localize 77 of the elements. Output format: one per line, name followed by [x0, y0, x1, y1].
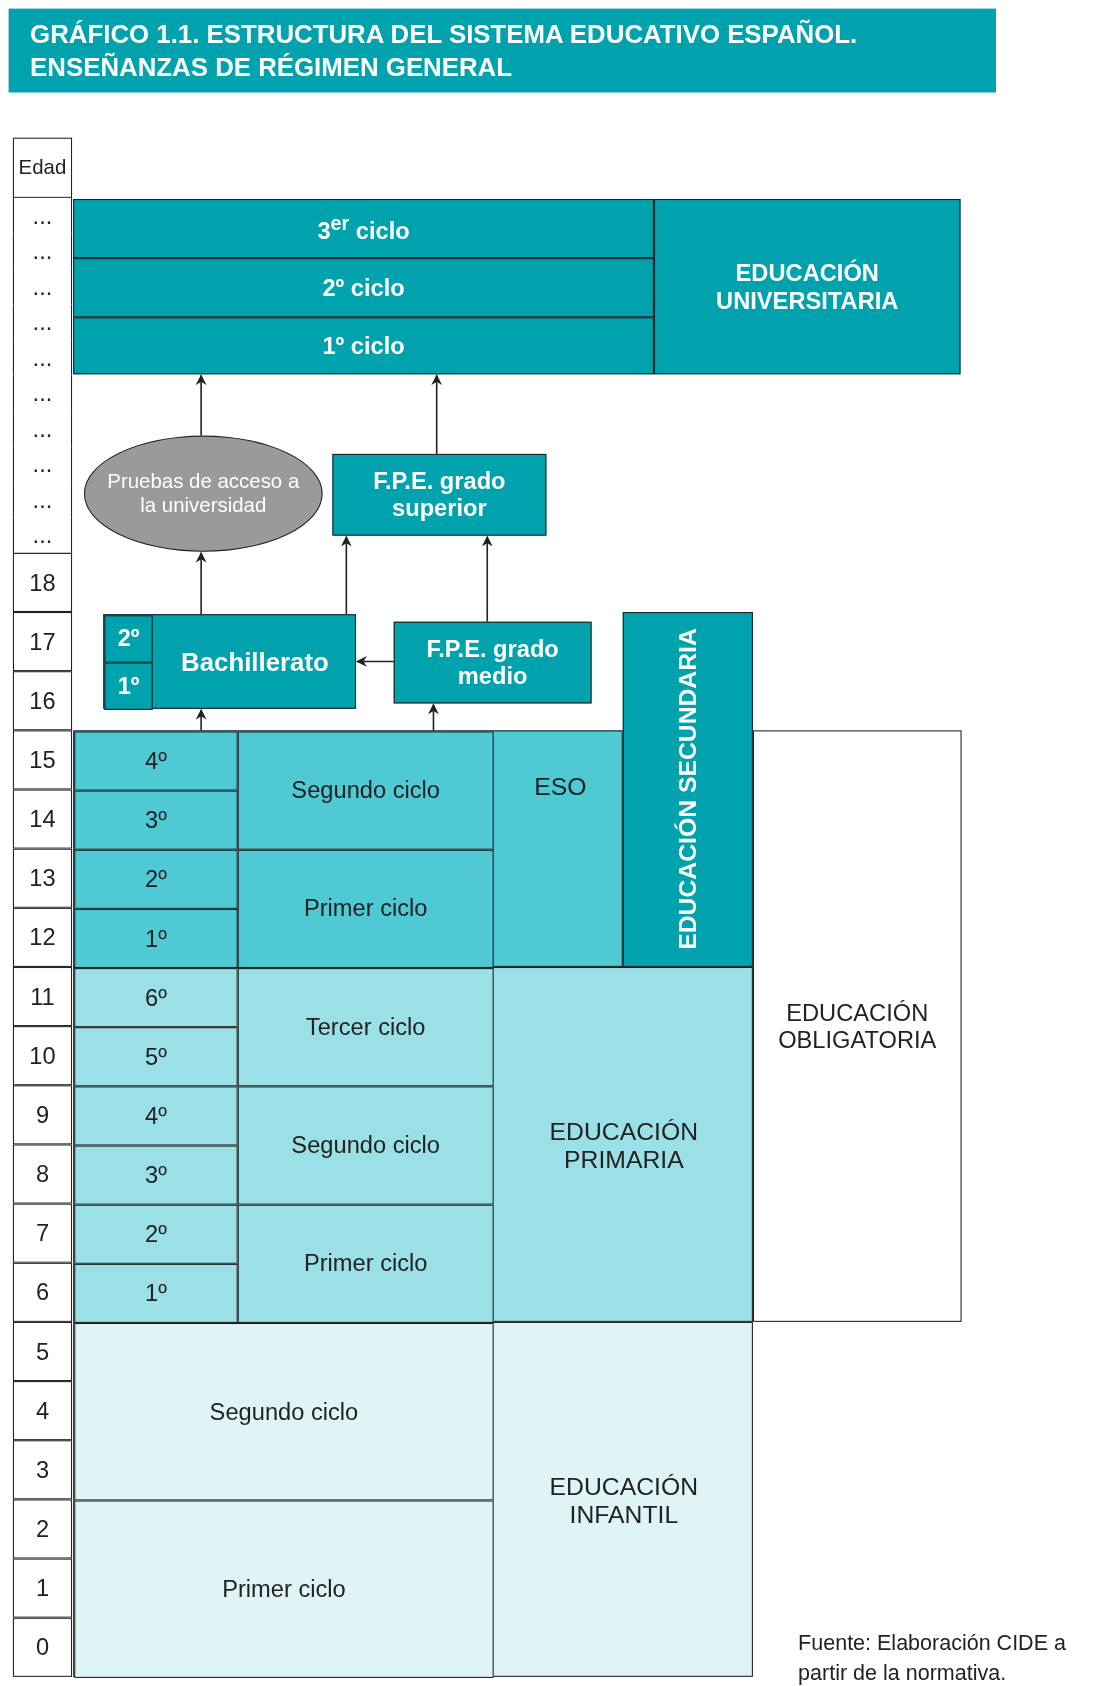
age-cell: 17: [12, 612, 73, 672]
stage-box: F.P.E. grado superior: [332, 453, 547, 536]
grid-cell: Tercer ciclo: [237, 968, 494, 1087]
stage-box: 2º ciclo: [73, 258, 654, 318]
age-cell: 15: [12, 730, 73, 790]
diagram-title: GRÁFICO 1.1. ESTRUCTURA DEL SISTEMA EDUCATIVO ESPAÑOL. ENSEÑANZAS DE RÉGIMEN GENERAL: [30, 18, 859, 84]
grid-cell: Segundo ciclo: [74, 1323, 494, 1501]
grid-cell: 2º: [104, 615, 153, 663]
ellipsis-text: ...: [12, 233, 73, 269]
region-label: Bachillerato: [180, 646, 330, 679]
secondary-education-bar: [622, 612, 753, 967]
ellipsis-text: ...: [12, 375, 73, 411]
ellipsis-text: ...: [12, 446, 73, 482]
age-cell: 13: [12, 848, 73, 908]
grid-cell: 1º: [74, 1263, 238, 1323]
grid-cell: 1º: [104, 662, 153, 710]
ellipsis-text: ...: [12, 339, 73, 376]
age-cell: 10: [12, 1026, 73, 1086]
region-label: ESO: [533, 771, 588, 802]
grid-cell: 4º: [74, 1086, 238, 1146]
region-label: EDUCACIÓN INFANTIL: [548, 1471, 700, 1531]
age-cell: 1: [12, 1558, 73, 1618]
compulsory-education-box: EDUCACIÓN OBLIGATORIA: [752, 730, 962, 1322]
stage-box: EDUCACIÓN UNIVERSITARIA: [653, 199, 961, 375]
age-cell: 2: [12, 1499, 73, 1559]
age-cell: 18: [12, 552, 73, 612]
stage-region: [73, 966, 753, 1322]
arrow: [356, 656, 395, 667]
stage-box: F.P.E. grado medio: [393, 621, 592, 704]
region-label: EDUCACIÓN PRIMARIA: [548, 1116, 700, 1176]
arrow: [195, 551, 207, 615]
stage-box: 1º ciclo: [73, 317, 654, 375]
grid-cell: Primer ciclo: [74, 1500, 494, 1678]
grid-cell: Segundo ciclo: [237, 731, 494, 850]
arrow: [195, 374, 207, 437]
age-cell: 0: [12, 1617, 73, 1677]
arrow: [431, 374, 443, 455]
grid-cell: 2º: [74, 849, 238, 909]
ellipsis-text: ...: [12, 197, 73, 234]
stage-region: [73, 1321, 753, 1677]
stage-box: 3$^{er}$ ciclo: [73, 199, 654, 259]
ellipsis-text: ...: [12, 517, 73, 554]
access-exam-ellipse: Pruebas de acceso a la universidad: [83, 435, 323, 552]
ellipsis-text: ...: [12, 410, 73, 447]
grid-cell: 2º: [74, 1204, 238, 1264]
age-cell: 4: [12, 1381, 73, 1441]
grid-cell: 1º: [74, 908, 238, 969]
vertical-label: EDUCACIÓN SECUNDARIA: [673, 628, 703, 951]
grid-cell: 3º: [74, 790, 238, 850]
stage-region: [73, 730, 623, 967]
source-note: Fuente: Elaboración CIDE a partir de la normativa.: [798, 1629, 1067, 1686]
grid-cell: 6º: [74, 968, 238, 1028]
grid-cell: 4º: [74, 731, 238, 791]
arrow: [195, 708, 207, 732]
age-cell: 6: [12, 1262, 73, 1322]
age-cell: 5: [12, 1321, 73, 1382]
age-cell: 16: [12, 671, 73, 731]
age-cell: 9: [12, 1085, 73, 1145]
arrow: [340, 535, 352, 615]
grid-cell: Primer ciclo: [237, 849, 494, 969]
arrow: [481, 535, 493, 623]
ellipsis-text: ...: [12, 481, 73, 518]
age-cell: 7: [12, 1203, 73, 1263]
age-cell: 3: [12, 1440, 73, 1500]
ellipsis-text: ...: [12, 304, 73, 340]
age-cell: 8: [12, 1144, 73, 1204]
age-cell: 12: [12, 907, 73, 967]
arrow: [428, 703, 439, 732]
grid-cell: Segundo ciclo: [237, 1086, 494, 1205]
grid-cell: Primer ciclo: [237, 1204, 494, 1323]
age-cell: 14: [12, 789, 73, 849]
grid-cell: 5º: [74, 1027, 238, 1087]
stage-region: [103, 614, 356, 709]
grid-cell: 3º: [74, 1145, 238, 1205]
age-cell: 11: [12, 966, 73, 1027]
ellipsis-text: ...: [12, 268, 73, 305]
column-header: Edad: [12, 137, 73, 198]
